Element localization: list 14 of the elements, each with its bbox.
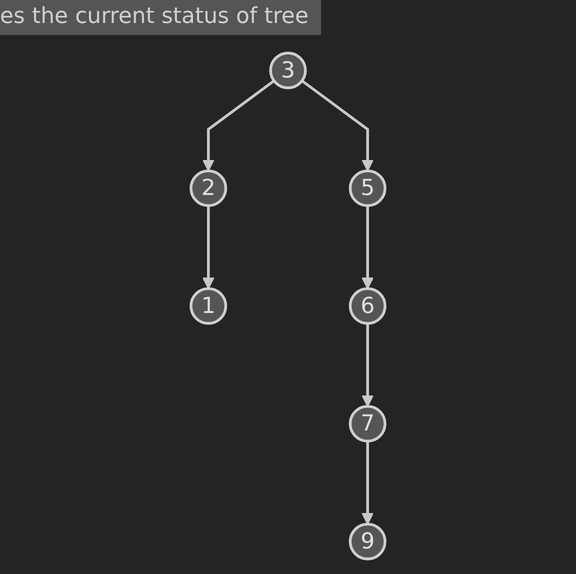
node-circle: 3 bbox=[269, 52, 307, 90]
node-circle: 7 bbox=[348, 404, 386, 443]
arrow bbox=[301, 80, 374, 172]
arrow bbox=[362, 206, 374, 290]
arrow bbox=[202, 80, 275, 172]
node-circle: 6 bbox=[348, 287, 386, 325]
arrow bbox=[362, 441, 374, 525]
arrow bbox=[362, 323, 374, 407]
node-circle: 9 bbox=[348, 522, 386, 560]
tooltip-text: es the current status of tree bbox=[0, 0, 320, 35]
arrow bbox=[202, 206, 214, 290]
node-circle: 2 bbox=[190, 169, 228, 208]
node-circle: 1 bbox=[190, 287, 228, 325]
node-circle: 5 bbox=[348, 169, 386, 208]
